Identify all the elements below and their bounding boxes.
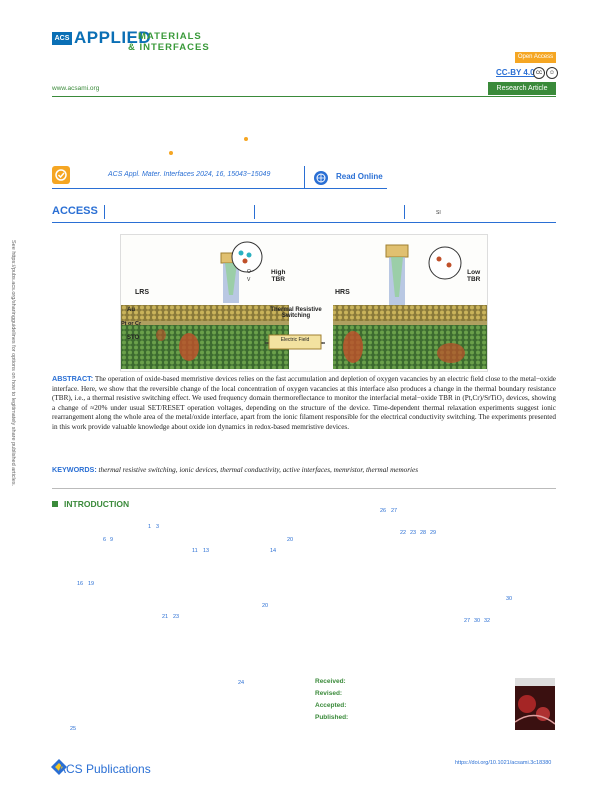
toc-label-sto: STO xyxy=(127,335,140,341)
toc-low-tbr-2: TBR xyxy=(467,276,481,283)
ref-link[interactable]: 11 xyxy=(192,548,198,554)
toc-label-pt-cr: Pt or Cr xyxy=(121,321,142,327)
access-separator xyxy=(404,205,405,219)
cite-divider xyxy=(304,166,305,188)
journal-logo-applied: APPLIED xyxy=(74,28,152,47)
accepted-label: Accepted: xyxy=(315,702,347,709)
keywords: KEYWORDS: thermal resistive switching, i… xyxy=(52,465,556,476)
revised-label: Revised: xyxy=(315,690,343,697)
author-orcid-icon[interactable] xyxy=(244,137,248,141)
header-divider xyxy=(52,96,556,97)
ref-link[interactable]: 13 xyxy=(203,548,210,554)
toc-switching-2: Switching xyxy=(281,313,311,319)
globe-icon[interactable] xyxy=(314,171,328,185)
ref-link[interactable]: 23 xyxy=(173,614,180,620)
ref-link[interactable]: 32 xyxy=(484,618,491,624)
journal-website-link[interactable]: www.acsami.org xyxy=(52,85,100,92)
keywords-heading: KEYWORDS: xyxy=(52,465,97,474)
received-label: Received: xyxy=(315,678,346,685)
toc-legend-v: V xyxy=(247,277,251,283)
sharing-guidelines-text: See https://pubs.acs.org/sharingguidelin… xyxy=(10,240,16,487)
ref-link[interactable]: 19 xyxy=(88,581,95,587)
toc-low-tbr-1: Low xyxy=(467,269,481,276)
toc-label-au: Au xyxy=(127,307,135,313)
by-icon: ☺ xyxy=(546,67,558,79)
ref-link[interactable]: 6 xyxy=(103,537,107,543)
ref-link[interactable]: 22 xyxy=(400,530,407,536)
ref-link[interactable]: 1 xyxy=(148,524,152,530)
ref-link[interactable]: 3 xyxy=(156,524,160,530)
keywords-text: thermal resistive switching, ionic devic… xyxy=(98,466,419,474)
ref-link[interactable]: 25 xyxy=(70,726,77,732)
supporting-info-label[interactable]: SI xyxy=(436,210,441,216)
abstract-heading: ABSTRACT: xyxy=(52,374,94,383)
toc-high-tbr-2: TBR xyxy=(271,276,285,283)
toc-switching-1: Thermal Resistive xyxy=(270,307,322,313)
cite-this-icon[interactable] xyxy=(52,166,70,184)
doi-link[interactable]: https://doi.org/10.1021/acsami.3c18380 xyxy=(455,760,552,766)
section-marker-icon xyxy=(52,501,58,507)
ref-link[interactable]: 30 xyxy=(506,596,513,602)
ref-link[interactable]: 20 xyxy=(262,603,269,609)
author-orcid-icon[interactable] xyxy=(169,151,173,155)
license-link[interactable]: CC-BY 4.0 xyxy=(496,68,535,77)
introduction-heading: INTRODUCTION xyxy=(64,499,130,509)
ref-link[interactable]: 28 xyxy=(420,530,427,536)
access-label[interactable]: ACCESS xyxy=(52,205,98,217)
article-type-badge: Research Article xyxy=(488,82,556,95)
toc-legend-o: O xyxy=(247,269,251,275)
toc-high-tbr-1: High xyxy=(271,269,286,276)
access-separator xyxy=(254,205,255,219)
acs-publications-logo-icon xyxy=(50,758,68,781)
journal-cover-thumbnail[interactable] xyxy=(515,678,555,730)
ref-link[interactable]: 27 xyxy=(391,508,398,514)
open-access-badge: Open Access xyxy=(515,52,556,63)
acs-logo-badge: ACS xyxy=(52,32,72,45)
cite-underline xyxy=(52,188,387,189)
access-separator xyxy=(104,205,105,219)
cc-icon: cc xyxy=(533,67,545,79)
read-online-link[interactable]: Read Online xyxy=(336,172,383,181)
access-divider xyxy=(52,222,556,223)
sharing-guidelines-note: See https://pubs.acs.org/sharingguidelin… xyxy=(6,240,18,510)
ref-link[interactable]: 16 xyxy=(77,581,84,587)
toc-graphic-svg xyxy=(121,241,487,369)
published-label: Published: xyxy=(315,714,349,721)
ref-link[interactable]: 14 xyxy=(270,548,277,554)
ref-link[interactable]: 9 xyxy=(110,537,114,543)
ref-link[interactable]: 30 xyxy=(474,618,481,624)
ref-link[interactable]: 21 xyxy=(162,614,169,620)
ref-link[interactable]: 29 xyxy=(430,530,437,536)
acs-publications-logo-text: ACS Publications xyxy=(58,762,151,776)
ref-link[interactable]: 24 xyxy=(238,680,245,686)
abstract: ABSTRACT: The operation of oxide-based m… xyxy=(52,374,556,433)
ref-link[interactable]: 20 xyxy=(287,537,294,543)
ref-link[interactable]: 23 xyxy=(410,530,417,536)
ref-link[interactable]: 27 xyxy=(464,618,471,624)
journal-logo-interfaces: & INTERFACES xyxy=(128,42,210,53)
toc-electric-field: Electric Field xyxy=(280,337,310,343)
citation-text: ACS Appl. Mater. Interfaces 2024, 16, 15… xyxy=(108,171,271,178)
journal-logo-materials: MATERIALS xyxy=(138,31,202,42)
abstract-text: The operation of oxide-based memristive … xyxy=(52,375,556,431)
abstract-divider xyxy=(52,488,556,489)
toc-label-lrs: LRS xyxy=(135,289,149,296)
toc-label-hrs: HRS xyxy=(335,289,350,296)
ref-link[interactable]: 26 xyxy=(380,508,387,514)
